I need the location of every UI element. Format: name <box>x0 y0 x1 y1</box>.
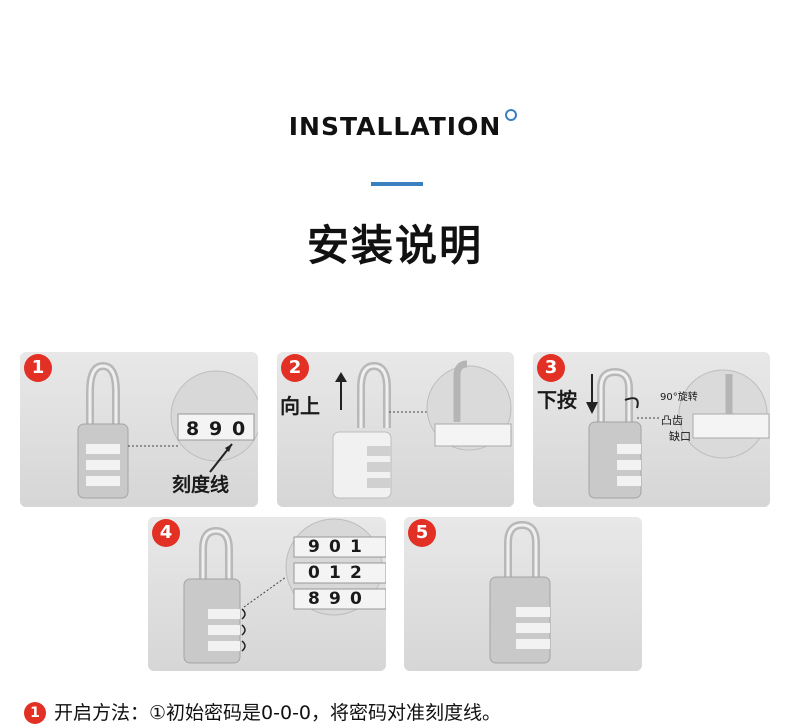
step-5-badge: 5 <box>408 519 436 547</box>
step-4-dial-digit: 2 <box>350 563 362 583</box>
step-4-dial-digit: 9 <box>308 537 320 557</box>
tooth-label: 凸齿 <box>661 414 683 427</box>
step-3-panel: 3 下按 90°旋转 凸齿 缺口 <box>533 352 770 507</box>
press-down-label: 下按 <box>537 388 577 412</box>
instructions-line: 1 开启方法：①初始密码是0-0-0，将密码对准刻度线。 <box>24 698 501 725</box>
step-4-dial-digit: 9 <box>329 589 341 609</box>
instruction-text: 开启方法：①初始密码是0-0-0，将密码对准刻度线。 <box>54 702 502 724</box>
step-4-dial-digit: 0 <box>329 537 341 557</box>
step-4-panel: 4 9 0 1 0 1 2 8 9 0 <box>148 517 386 671</box>
push-up-label: 向上 <box>280 394 320 418</box>
step-5-panel: 5 <box>404 517 642 671</box>
step-1-dial-digit: 9 <box>209 418 223 440</box>
title-divider <box>371 182 423 186</box>
notch-label: 缺口 <box>669 430 691 443</box>
step-5-illustration <box>489 520 551 664</box>
step-2-illustration <box>332 360 512 499</box>
step-4-dial-digit: 8 <box>308 589 320 609</box>
instruction-badge: 1 <box>24 702 46 724</box>
page-title-en: INSTALLATION <box>0 109 790 141</box>
step-1-illustration <box>77 361 258 499</box>
step-4-badge: 4 <box>152 519 180 547</box>
page-title-cn: 安装说明 <box>306 221 483 270</box>
step-1-panel: 1 8 9 0 刻度线 <box>20 352 258 507</box>
rotate-90-label: 90°旋转 <box>660 392 698 403</box>
degree-mark-icon <box>505 109 518 121</box>
step-2-badge: 2 <box>281 354 309 382</box>
step-1-dial-digit: 8 <box>186 418 200 440</box>
step-4-illustration <box>183 518 386 664</box>
step-3-badge: 3 <box>537 354 565 382</box>
scale-line-label: 刻度线 <box>172 474 230 496</box>
title-en-text: INSTALLATION <box>288 112 502 141</box>
step-2-panel: 2 向上 <box>277 352 514 507</box>
step-3-illustration <box>586 367 770 499</box>
step-1-dial-digit: 0 <box>232 418 246 440</box>
step-1-badge: 1 <box>24 354 52 382</box>
step-4-dial-digit: 0 <box>308 563 320 583</box>
step-4-dial-digit: 1 <box>350 537 362 557</box>
step-4-dial-digit: 1 <box>329 563 341 583</box>
step-4-dial-digit: 0 <box>350 589 362 609</box>
